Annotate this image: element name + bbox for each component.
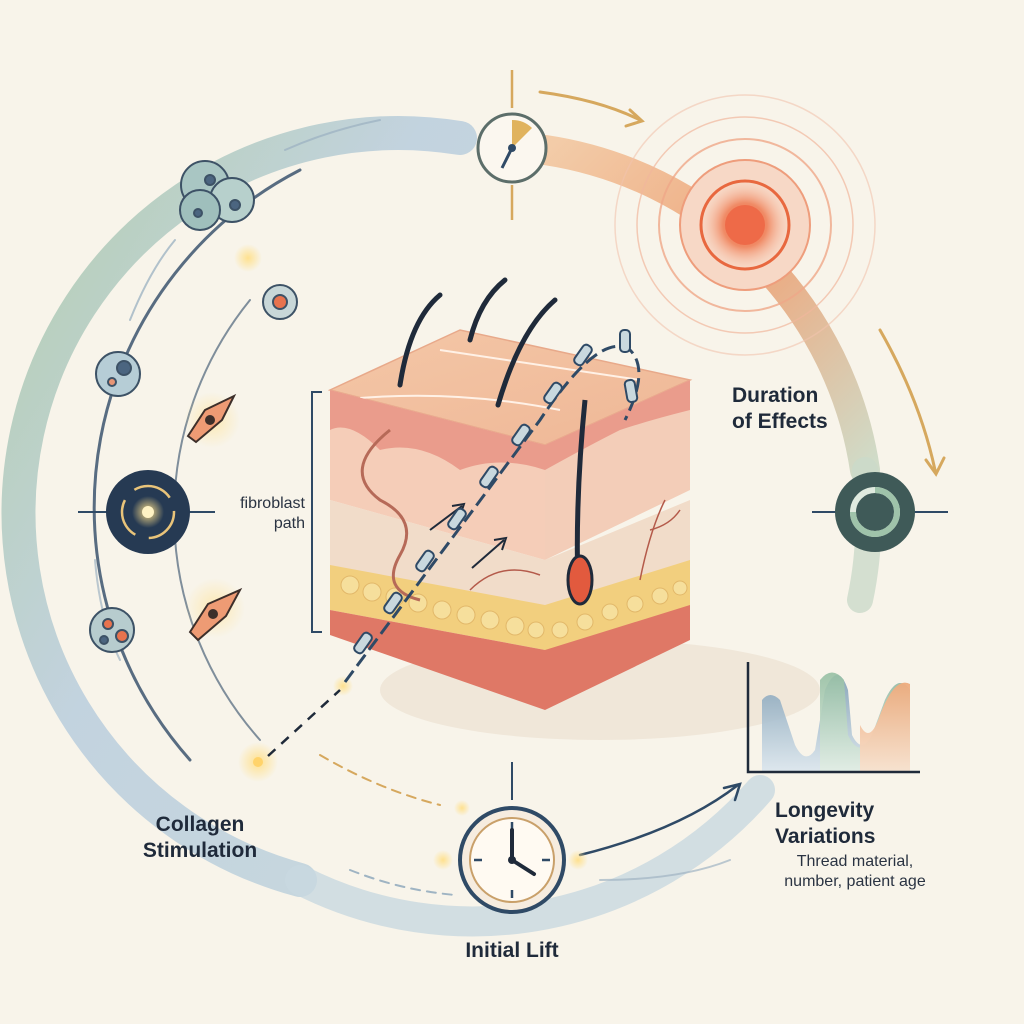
longevity-label-line2: Variations — [775, 825, 876, 848]
thread-icon — [267, 329, 641, 757]
longevity-sub-label: Thread material, number, patient age — [740, 852, 970, 892]
flow-arrows — [94, 90, 946, 896]
bar-chart-icon — [746, 662, 920, 774]
collagen-label-line1: Collagen — [155, 813, 245, 836]
glow-node-icon — [106, 470, 190, 554]
duration-label: Duration of Effects — [732, 383, 902, 435]
initial-lift-label: Initial Lift — [465, 939, 559, 962]
fibroblast-label-line2: path — [273, 515, 305, 532]
duration-label-line2: of Effects — [732, 410, 828, 433]
fibroblast-label-line1: fibroblast — [240, 495, 305, 512]
cell-cluster-icon — [89, 160, 298, 653]
progress-ring-icon — [835, 472, 915, 552]
longevity-label-line1: Longevity — [775, 799, 875, 822]
longevity-sub-line2: number, patient age — [784, 873, 926, 890]
collagen-label: Collagen Stimulation — [110, 812, 290, 864]
pulse-target-icon — [614, 94, 876, 356]
fibroblast-path-label: fibroblast path — [200, 494, 305, 534]
fibroblast-icon — [184, 392, 245, 642]
fibroblast-bracket — [311, 391, 322, 633]
duration-label-line1: Duration — [732, 384, 819, 407]
longevity-label: Longevity Variations — [775, 798, 975, 850]
longevity-sub-line1: Thread material, — [796, 853, 914, 870]
collagen-label-line2: Stimulation — [142, 839, 258, 862]
timer-icon — [476, 112, 548, 184]
skin-cube — [327, 277, 820, 740]
clock-icon — [458, 806, 566, 914]
